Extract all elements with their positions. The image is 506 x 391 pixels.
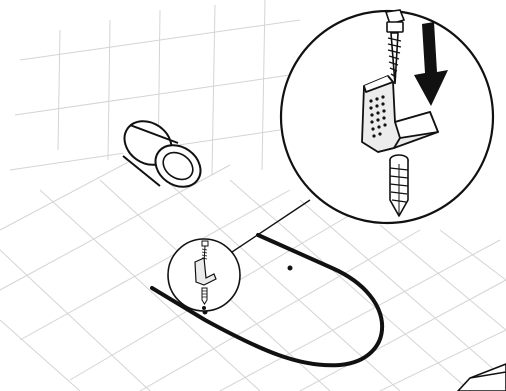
detail-callout-small bbox=[167, 238, 241, 312]
pipe-sleeve bbox=[122, 120, 202, 188]
detail-callout-zoom bbox=[279, 9, 495, 225]
mounting-bracket-small bbox=[194, 257, 217, 286]
wall-plug bbox=[389, 154, 409, 217]
wall-plug-small bbox=[201, 287, 208, 305]
mounting-bracket bbox=[361, 75, 439, 153]
hex-screw bbox=[384, 9, 406, 85]
callout-connector bbox=[225, 199, 311, 257]
toilet-outline bbox=[150, 233, 385, 368]
appliance-corner bbox=[456, 363, 506, 391]
insertion-arrow bbox=[414, 22, 448, 106]
